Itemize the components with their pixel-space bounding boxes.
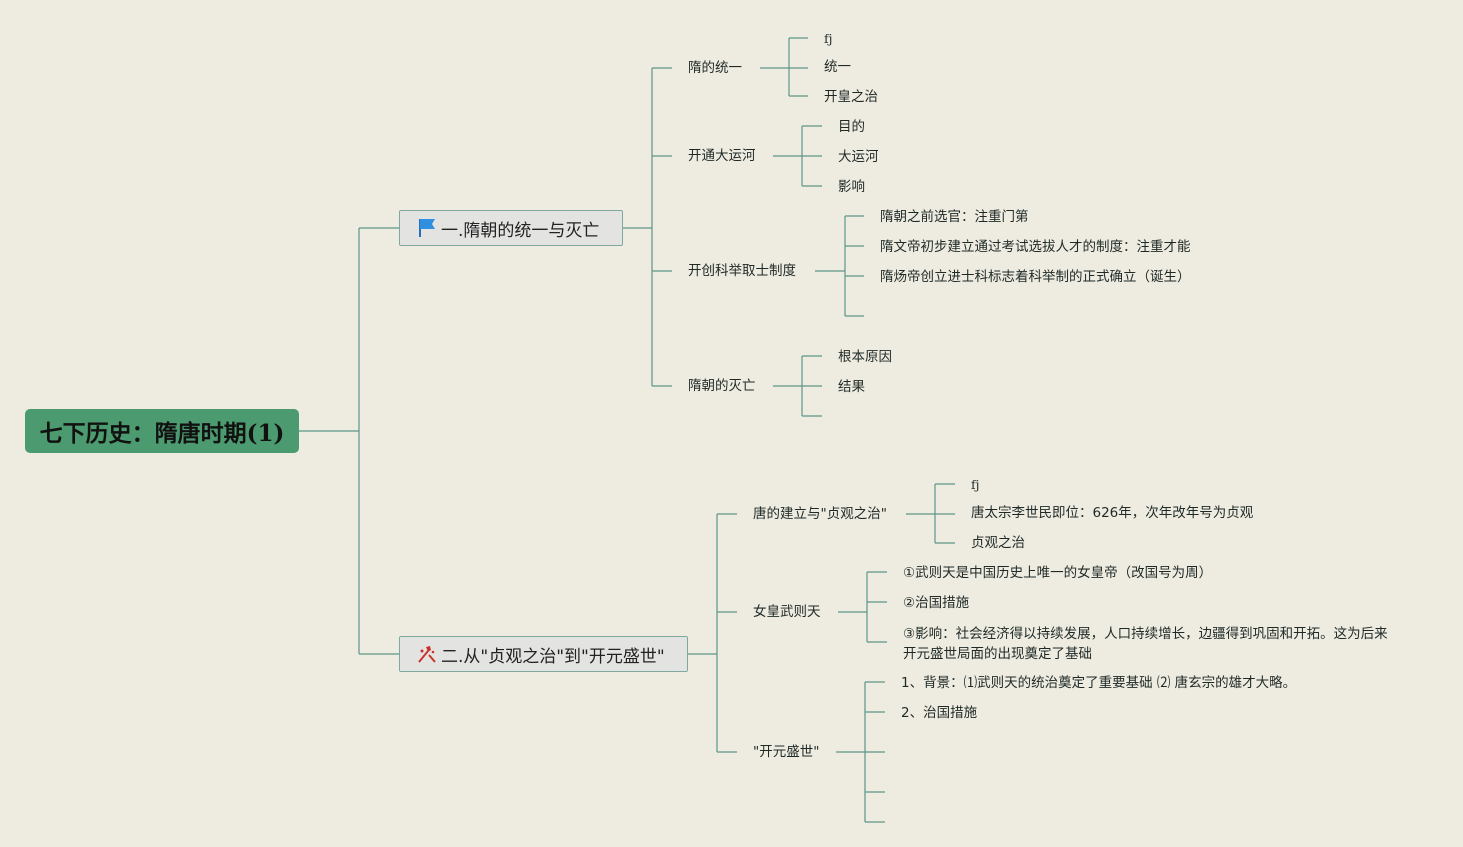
leaf-item[interactable]: 2、治国措施 xyxy=(901,705,978,721)
leaf-item[interactable]: fj xyxy=(971,477,980,492)
leaf-item[interactable]: 开皇之治 xyxy=(824,89,878,105)
topic-sui-fall[interactable]: 隋朝的灭亡 xyxy=(688,378,756,394)
leaf-item[interactable]: 1、背景：⑴武则天的统治奠定了重要基础 ⑵ 唐玄宗的雄才大略。 xyxy=(901,675,1297,691)
leaf-item[interactable]: 隋朝之前选官：注重门第 xyxy=(880,209,1029,225)
topic-sui-unification[interactable]: 隋的统一 xyxy=(688,60,742,76)
section-2-topic[interactable]: 二.从"贞观之治"到"开元盛世" xyxy=(399,636,688,672)
leaf-item[interactable]: 隋文帝初步建立通过考试选拔人才的制度：注重才能 xyxy=(880,239,1191,255)
leaf-item[interactable]: ③影响：社会经济得以持续发展，人口持续增长，边疆得到巩固和开拓。这为后来开元盛世… xyxy=(903,626,1388,662)
leaf-item[interactable]: 统一 xyxy=(824,59,851,75)
leaf-item[interactable]: 影响 xyxy=(838,179,865,195)
topic-grand-canal[interactable]: 开通大运河 xyxy=(688,148,756,164)
blue-flag-icon xyxy=(416,217,438,239)
topic-wu-zetian[interactable]: 女皇武则天 xyxy=(753,604,821,620)
topic-tang-founding[interactable]: 唐的建立与"贞观之治" xyxy=(753,506,887,522)
tools-icon xyxy=(416,643,438,665)
topic-imperial-exam[interactable]: 开创科举取士制度 xyxy=(688,263,796,279)
leaf-item[interactable]: 隋炀帝创立进士科标志着科举制的正式确立（诞生） xyxy=(880,269,1191,285)
leaf-item[interactable]: ①武则天是中国历史上唯一的女皇帝（改国号为周） xyxy=(903,565,1213,581)
leaf-item[interactable]: 贞观之治 xyxy=(971,535,1025,551)
leaf-item[interactable]: fj xyxy=(824,31,833,46)
section-1-topic[interactable]: 一.隋朝的统一与灭亡 xyxy=(399,210,623,246)
leaf-item[interactable]: 大运河 xyxy=(838,149,879,165)
root-topic[interactable]: 七下历史：隋唐时期(1) xyxy=(25,409,299,453)
topic-kaiyuan[interactable]: "开元盛世" xyxy=(753,744,820,760)
section-2-label: 二.从"贞观之治"到"开元盛世" xyxy=(441,646,665,667)
leaf-item[interactable]: ②治国措施 xyxy=(903,595,970,611)
section-1-label: 一.隋朝的统一与灭亡 xyxy=(441,220,600,241)
leaf-item[interactable]: 目的 xyxy=(838,119,865,135)
leaf-item[interactable]: 结果 xyxy=(838,379,865,395)
root-topic-label: 七下历史：隋唐时期(1) xyxy=(39,420,285,447)
leaf-item[interactable]: 根本原因 xyxy=(838,349,892,365)
leaf-item[interactable]: 唐太宗李世民即位：626年，次年改年号为贞观 xyxy=(971,505,1254,521)
